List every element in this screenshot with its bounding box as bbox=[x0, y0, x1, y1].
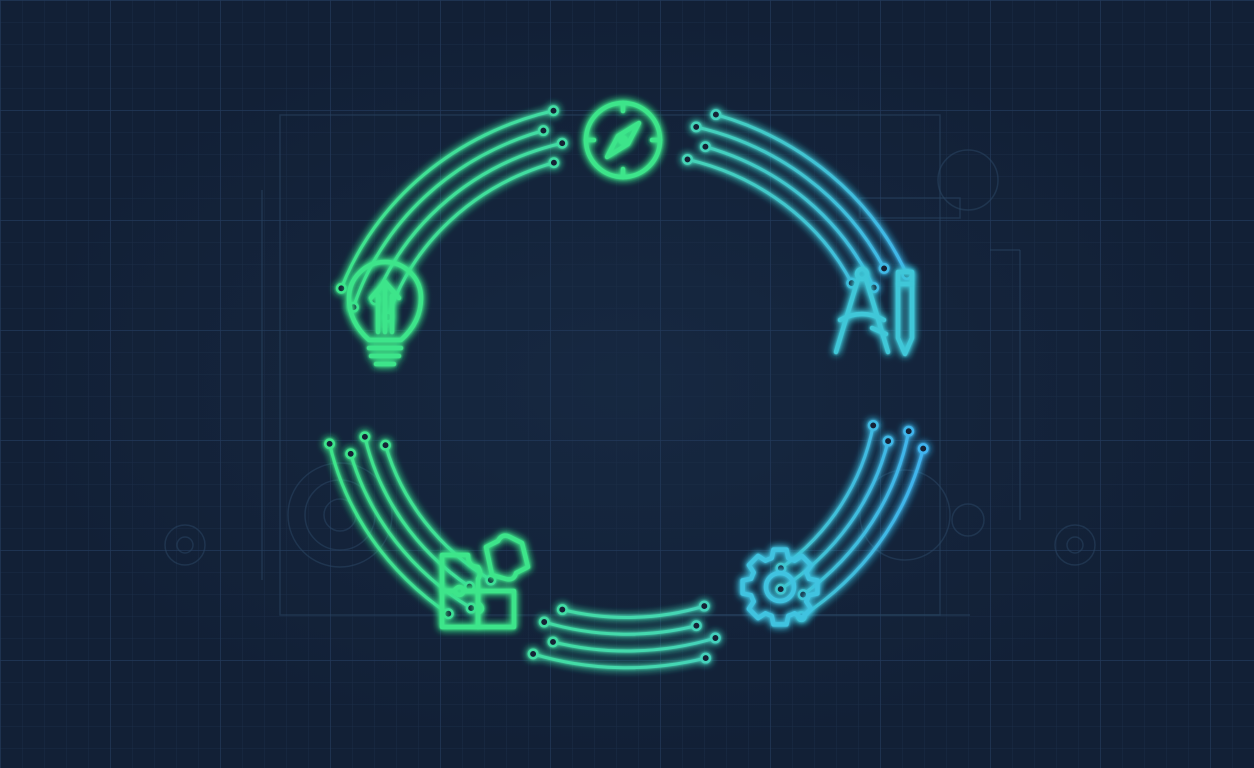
arc-node-dot bbox=[465, 602, 477, 614]
arc-node-dot bbox=[548, 157, 560, 169]
puzzle-icon bbox=[439, 533, 531, 630]
arc-line bbox=[328, 442, 450, 616]
arc-node-dot bbox=[690, 620, 702, 632]
arc-line bbox=[551, 636, 717, 653]
arc-line bbox=[686, 157, 854, 285]
arc-bundle-top-left bbox=[335, 105, 568, 323]
arc-line bbox=[801, 429, 911, 597]
arc-node-dot bbox=[682, 153, 693, 165]
arc-node-dot bbox=[698, 600, 710, 612]
arc-line bbox=[779, 423, 875, 570]
cycle-ring bbox=[324, 105, 929, 670]
arc-node-dot bbox=[556, 604, 568, 616]
arc-bundle-bottom bbox=[527, 600, 721, 670]
arc-bundle-top-right bbox=[682, 109, 913, 294]
lightbulb-arrow-icon bbox=[346, 259, 424, 367]
blueprint-underlay bbox=[164, 114, 1096, 616]
arc-node-dot bbox=[903, 425, 915, 437]
cycle-icons bbox=[346, 100, 915, 630]
gear-icon bbox=[740, 547, 820, 627]
arc-line bbox=[779, 439, 890, 591]
arc-node-dot bbox=[556, 137, 568, 149]
arc-node-dot bbox=[775, 583, 787, 595]
arc-node-dot bbox=[538, 616, 550, 628]
compass-icon bbox=[583, 100, 663, 180]
drafting-compass-pencil-icon bbox=[833, 266, 915, 357]
arc-line bbox=[799, 447, 925, 619]
arc-node-dot bbox=[917, 443, 929, 455]
arc-node-dot bbox=[709, 632, 721, 644]
arc-node-dot bbox=[335, 282, 347, 294]
arc-node-dot bbox=[324, 438, 336, 450]
arc-line bbox=[352, 129, 545, 309]
arc-node-dot bbox=[699, 141, 711, 153]
arc-node-dot bbox=[878, 262, 890, 274]
arc-node-dot bbox=[700, 652, 712, 664]
arc-node-dot bbox=[882, 435, 894, 447]
arc-line bbox=[542, 620, 698, 636]
arc-node-dot bbox=[710, 109, 722, 121]
arc-node-dot bbox=[442, 608, 454, 620]
arc-line bbox=[560, 604, 706, 620]
arc-node-dot bbox=[380, 439, 391, 451]
arc-line bbox=[386, 161, 556, 319]
arc-line bbox=[363, 435, 471, 589]
arc-node-dot bbox=[345, 448, 357, 460]
arc-line bbox=[714, 113, 909, 276]
arc-line bbox=[339, 109, 555, 290]
arc-node-dot bbox=[537, 125, 549, 137]
arc-bundle-right bbox=[775, 419, 929, 623]
arc-line bbox=[531, 652, 708, 670]
arc-node-dot bbox=[547, 636, 559, 648]
arc-node-dot bbox=[867, 419, 879, 431]
arc-node-dot bbox=[690, 121, 702, 133]
arc-node-dot bbox=[548, 105, 559, 117]
arc-line bbox=[694, 125, 886, 270]
arc-node-dot bbox=[359, 431, 371, 443]
arc-node-dot bbox=[527, 648, 539, 660]
arc-line bbox=[373, 141, 564, 302]
arc-line bbox=[349, 452, 473, 610]
arc-line bbox=[703, 145, 876, 290]
